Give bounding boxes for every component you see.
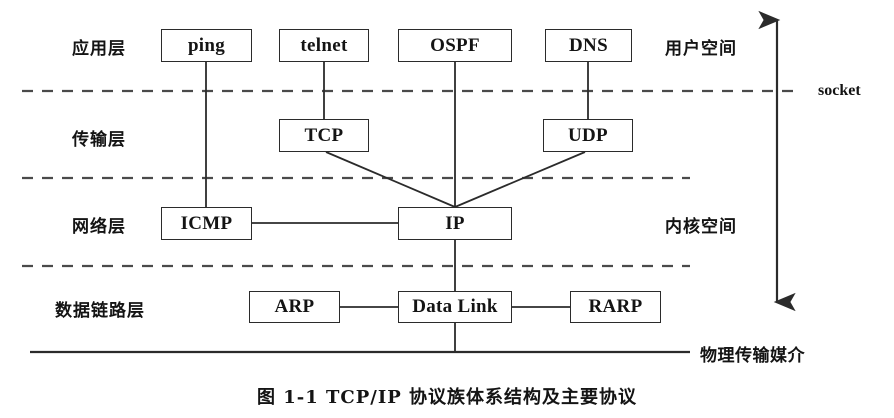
node-data-link[interactable]: Data Link [398,291,512,323]
layer-label-transport: 传输层 [72,130,126,150]
node-arp[interactable]: ARP [249,291,340,323]
node-udp[interactable]: UDP [543,119,633,152]
annotation-kernel-space: 内核空间 [665,217,737,237]
node-tcp[interactable]: TCP [279,119,369,152]
figure-caption: 图 1-1 TCP/IP 协议族体系结构及主要协议 [256,387,638,408]
node-ip[interactable]: IP [398,207,512,240]
annotation-socket: socket [818,82,861,99]
node-telnet[interactable]: telnet [279,29,369,62]
annotation-user-space: 用户空间 [665,39,737,59]
edge-tcp-ip [325,151,456,208]
node-dns[interactable]: DNS [545,29,632,62]
layer-label-application: 应用层 [72,39,126,59]
layer-label-network: 网络层 [72,217,126,237]
node-ospf[interactable]: OSPF [398,29,512,62]
edge-udp-ip [454,151,586,208]
node-ping[interactable]: ping [161,29,252,62]
layer-label-datalink: 数据链路层 [55,301,145,321]
annotation-physical-media: 物理传输媒介 [700,346,805,366]
node-rarp[interactable]: RARP [570,291,661,323]
node-icmp[interactable]: ICMP [161,207,252,240]
